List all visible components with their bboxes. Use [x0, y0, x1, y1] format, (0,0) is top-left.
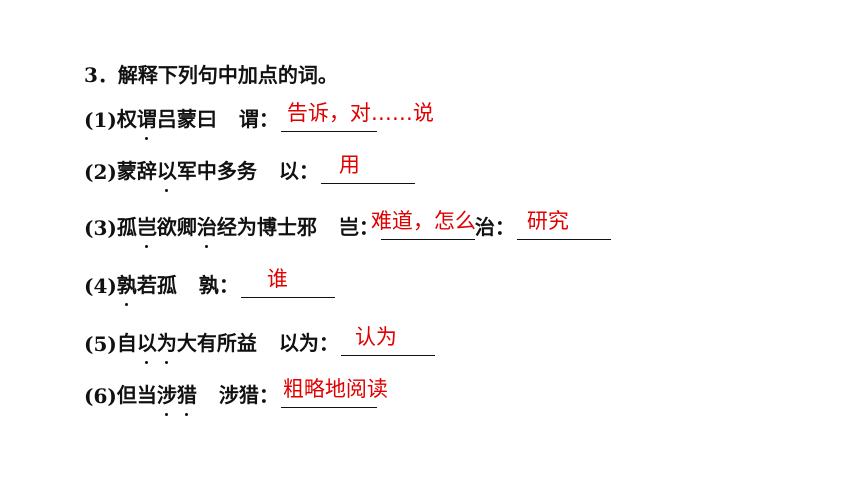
- item-2-sentence-a: 蒙辞: [116, 159, 157, 183]
- item-3-sentence-b: 经为博士邪: [216, 215, 317, 239]
- item-5-dotted-word-2: 为: [157, 327, 177, 364]
- question-title: 3．解释下列句中加点的词。: [84, 56, 338, 88]
- item-2-sentence-b: 军中多务: [176, 159, 257, 183]
- item-6-answer: 粗略地阅读: [282, 377, 388, 401]
- item-5-number: (5): [84, 332, 117, 356]
- item-3-answer-2: 研究: [526, 209, 569, 233]
- item-5-answer: 认为: [354, 325, 397, 349]
- item-3-dotted-word-2: 治: [197, 211, 217, 248]
- item-4-term: 孰：: [198, 273, 239, 297]
- item-3-answer-1: 难道，怎么: [370, 209, 476, 233]
- item-1-sentence-b: 吕蒙曰: [156, 107, 217, 131]
- item-6-number: (6): [84, 384, 117, 408]
- item-6: (6) 但当 涉 猎 涉猎： 粗略地阅读: [84, 376, 388, 416]
- item-5: (5) 自 以 为 大有所益 以为： 认为: [84, 324, 435, 364]
- item-2: (2) 蒙辞 以 军中多务 以： 用: [84, 152, 415, 192]
- item-6-dotted-word-2: 猎: [177, 379, 197, 416]
- item-1: (1) 权 谓 吕蒙曰 谓： 告诉，对……说: [84, 100, 434, 140]
- item-3-blank-2: 研究: [516, 209, 611, 240]
- item-3-sentence-mid: 欲卿: [156, 215, 197, 239]
- item-1-dotted-word: 谓: [137, 103, 157, 140]
- item-1-term: 谓：: [238, 107, 279, 131]
- item-4-blank: 谁: [240, 267, 335, 298]
- question-title-text: 3．解释下列句中加点的词。: [84, 63, 338, 87]
- item-3-number: (3): [84, 216, 117, 240]
- item-3-term-1: 岂：: [338, 215, 379, 239]
- item-5-blank: 认为: [340, 325, 435, 356]
- item-5-sentence-b: 大有所益: [176, 331, 257, 355]
- item-4-sentence-b: 若孤: [136, 273, 177, 297]
- item-2-blank: 用: [320, 153, 415, 184]
- item-4: (4) 孰 若孤 孰： 谁: [84, 266, 335, 306]
- item-4-dotted-word: 孰: [117, 269, 137, 306]
- item-3-blank-1: 难道，怎么: [371, 209, 476, 240]
- item-5-dotted-word-1: 以: [137, 327, 157, 364]
- item-6-term: 涉猎：: [218, 383, 279, 407]
- item-3-term-2: 治：: [474, 215, 515, 239]
- item-1-blank: 告诉，对……说: [280, 101, 434, 132]
- item-2-term: 以：: [278, 159, 319, 183]
- item-5-sentence-a: 自: [116, 331, 137, 355]
- item-4-number: (4): [84, 274, 117, 298]
- item-1-answer: 告诉，对……说: [286, 101, 434, 125]
- item-2-dotted-word: 以: [157, 155, 177, 192]
- item-5-term: 以为：: [278, 331, 339, 355]
- item-2-number: (2): [84, 160, 117, 184]
- item-3: (3) 孤 岂 欲卿 治 经为博士邪 岂： 难道，怎么 治： 研究: [84, 208, 611, 248]
- item-4-answer: 谁: [266, 267, 288, 291]
- item-6-blank: 粗略地阅读: [280, 377, 388, 408]
- item-1-number: (1): [84, 108, 117, 132]
- item-2-answer: 用: [338, 153, 360, 177]
- item-6-dotted-word-1: 涉: [157, 379, 177, 416]
- item-1-sentence-a: 权: [116, 107, 137, 131]
- item-3-sentence-a: 孤: [116, 215, 137, 239]
- item-6-sentence-a: 但当: [116, 383, 157, 407]
- item-3-dotted-word-1: 岂: [137, 211, 157, 248]
